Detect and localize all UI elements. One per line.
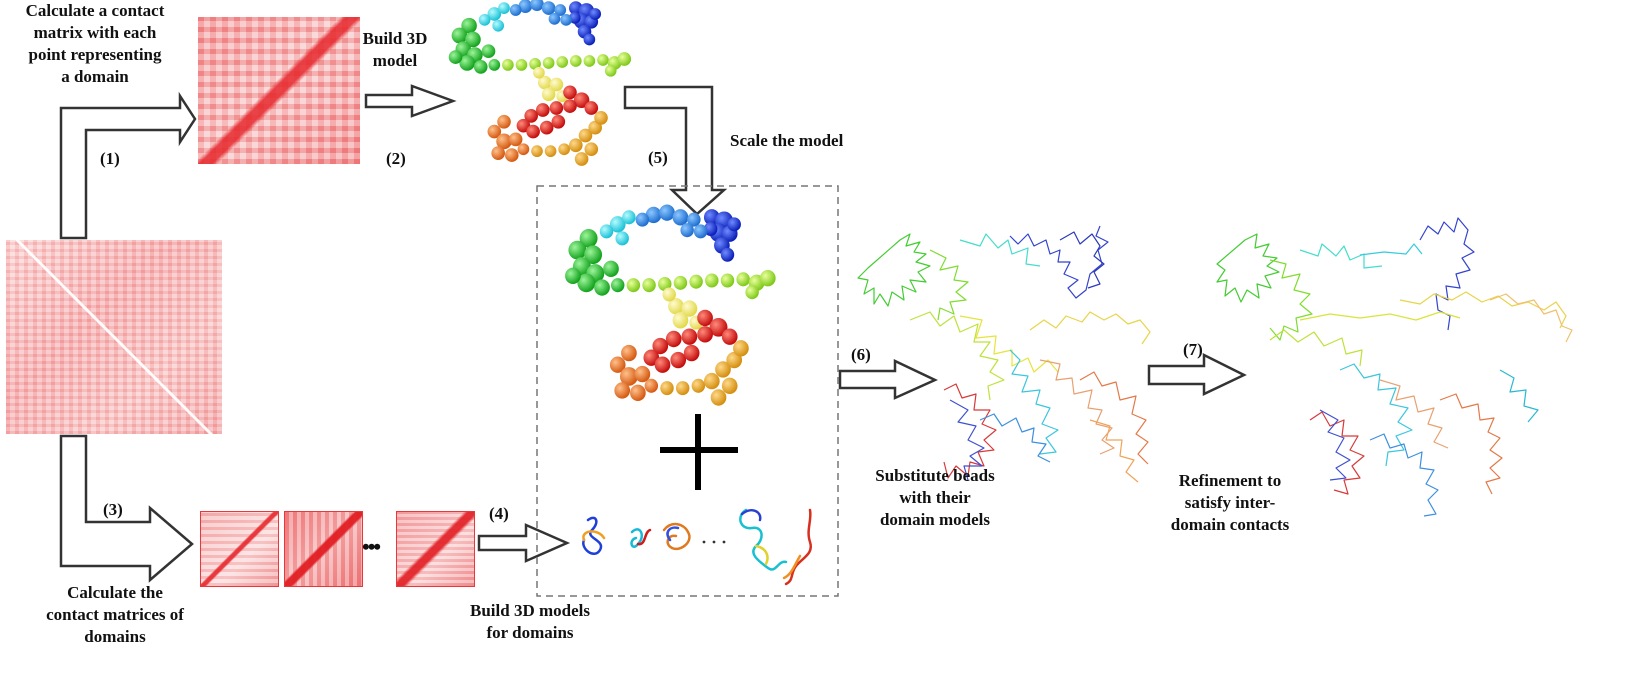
dashed-frame <box>536 185 839 597</box>
domain-models <box>582 508 813 586</box>
step-1: (1) <box>100 149 120 168</box>
arrow-step-2 <box>364 84 457 118</box>
arrow-step-5 <box>623 85 728 216</box>
label-build-domain-models: Build 3D models for domains <box>470 601 590 642</box>
arrow-step-6 <box>838 359 938 400</box>
plus-sign <box>660 414 738 490</box>
domain-contact-heatmap <box>198 17 360 164</box>
step-7: (7) <box>1183 340 1203 359</box>
bead-model-3d <box>448 0 632 166</box>
matrix-ellipsis: ••• <box>362 534 381 559</box>
step-3: (3) <box>103 500 123 519</box>
step-5: (5) <box>648 148 668 167</box>
domain-matrix-n <box>396 511 475 587</box>
label-build-3d-model: Build 3D model <box>362 29 428 70</box>
genome-contact-heatmap <box>6 240 222 434</box>
label-calc-domain-matrices: Calculate the contact matrices of domain… <box>46 583 184 646</box>
substituted-structure <box>857 225 1151 483</box>
step-4: (4) <box>489 504 509 523</box>
step-2: (2) <box>386 149 406 168</box>
arrow-step-1 <box>59 91 197 240</box>
bead-model-scaled <box>565 204 776 406</box>
domain-models-ellipsis <box>702 540 726 544</box>
arrow-step-4 <box>477 523 571 563</box>
step-6: (6) <box>851 345 871 364</box>
label-scale-the-model: Scale the model <box>730 131 844 150</box>
domain-matrix-1 <box>200 511 279 587</box>
label-calc-contact-matrix: Calculate a contact matrix with each poi… <box>25 1 165 86</box>
refined-structure <box>1216 217 1573 517</box>
label-refinement: Refinement to satisfy inter- domain cont… <box>1170 471 1290 534</box>
domain-matrix-2 <box>284 511 363 587</box>
arrow-step-3 <box>59 434 194 583</box>
arrow-step-7 <box>1147 352 1247 396</box>
label-substitute-beads: Substitute beads with their domain model… <box>875 466 995 529</box>
